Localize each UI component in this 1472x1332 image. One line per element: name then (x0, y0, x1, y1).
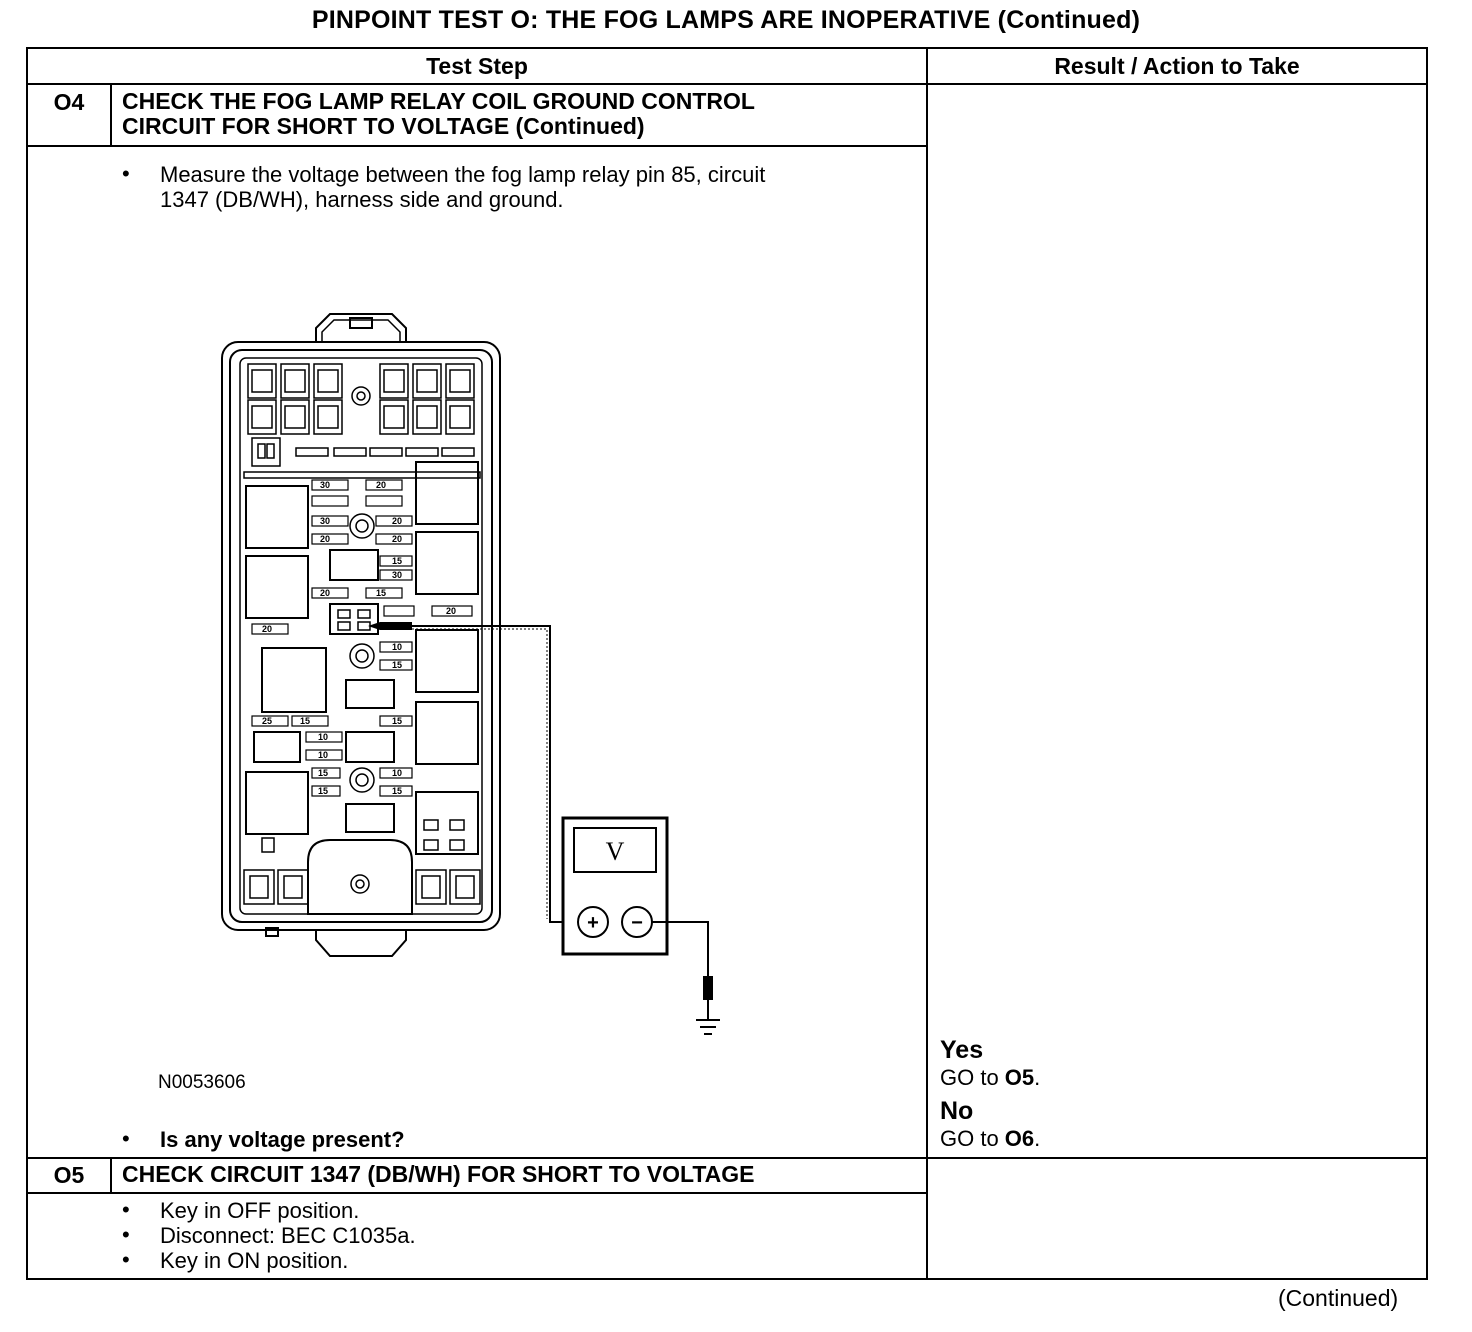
result-yes-prefix: GO to (940, 1065, 1005, 1090)
fuse-label: 20 (392, 516, 402, 526)
table-bottom-border (26, 1278, 1428, 1280)
fuse-slots (251, 479, 473, 797)
bullet-icon: • (122, 1126, 130, 1151)
result-yes-action: GO to O5. (940, 1065, 1040, 1091)
o5-bullet: Key in OFF position. (160, 1198, 360, 1223)
fuse-label: 15 (392, 716, 402, 726)
fuse-label: 20 (320, 534, 330, 544)
fuse-label: 10 (392, 768, 402, 778)
fuse-row-bars (243, 447, 481, 479)
step-o4-title-line2: CIRCUIT FOR SHORT TO VOLTAGE (Continued) (122, 113, 645, 139)
ground-clip (703, 976, 713, 1000)
fuse-label: 15 (318, 768, 328, 778)
voltmeter-display (573, 827, 657, 873)
mounting-bolts (349, 513, 375, 894)
o5-bullet: Disconnect: BEC C1035a. (160, 1223, 416, 1248)
fuse-label: 20 (376, 480, 386, 490)
step-o5-id: O5 (53, 1162, 85, 1188)
fuse-label: 20 (446, 606, 456, 616)
fuse-label: 15 (376, 588, 386, 598)
fuse-label: 30 (392, 570, 402, 580)
plus-symbol: + (587, 912, 599, 934)
column-divider (926, 47, 928, 1280)
ground-lead (652, 921, 720, 1035)
fuse-label: 15 (392, 660, 402, 670)
fuse-label: 20 (320, 588, 330, 598)
table-right-border (1426, 47, 1428, 1280)
fuse-label: 20 (262, 624, 272, 634)
o5-top-border (26, 1157, 1428, 1159)
bullet-icon: • (122, 1222, 130, 1247)
o4-instruction-line2: 1347 (DB/WH), harness side and ground. (160, 187, 564, 212)
bottom-fuses (243, 869, 481, 905)
fuse-label: 20 (392, 534, 402, 544)
fuse-label: 10 (318, 750, 328, 760)
result-yes-heading: Yes (940, 1036, 984, 1064)
o5-title-border (26, 1192, 928, 1194)
fuse-label: 15 (392, 786, 402, 796)
header-test-step: Test Step (426, 53, 528, 79)
relay-blocks (245, 461, 479, 855)
fuse-label: 25 (262, 716, 272, 726)
o5-id-divider (110, 1157, 112, 1192)
fuse-box-diagram: 30 20 30 20 20 20 15 30 20 15 20 20 10 1… (221, 313, 720, 1035)
o4-title-border (26, 145, 928, 147)
result-yes-target[interactable]: O5 (1004, 1065, 1035, 1090)
bullet-icon: • (122, 1197, 130, 1222)
figure-code: N0053606 (158, 1072, 246, 1093)
header-bottom-border (26, 83, 1428, 85)
o5-bullet: Key in ON position. (160, 1248, 349, 1273)
minus-symbol: − (631, 912, 643, 934)
fuse-label: 10 (392, 642, 402, 652)
fuse-label: 30 (320, 480, 330, 490)
ground-symbol-icon (696, 1019, 720, 1035)
result-yes-suffix: . (1034, 1065, 1041, 1090)
result-no-target[interactable]: O6 (1004, 1126, 1035, 1151)
step-o4-id: O4 (53, 89, 85, 115)
result-no-suffix: . (1034, 1126, 1041, 1151)
page-title: PINPOINT TEST O: THE FOG LAMPS ARE INOPE… (311, 6, 1141, 34)
step-o5-title: CHECK CIRCUIT 1347 (DB/WH) FOR SHORT TO … (122, 1161, 755, 1187)
voltmeter: V + − (561, 816, 669, 956)
result-no-prefix: GO to (940, 1126, 1005, 1151)
o4-instruction-line1: Measure the voltage between the fog lamp… (160, 162, 766, 187)
continued-footer: (Continued) (1278, 1285, 1399, 1311)
voltmeter-unit-label: V (606, 837, 625, 866)
o4-id-divider (110, 83, 112, 145)
result-no-action: GO to O6. (940, 1126, 1040, 1152)
fuse-label: 15 (318, 786, 328, 796)
header-result: Result / Action to Take (1054, 53, 1300, 79)
step-o4-title-line1: CHECK THE FOG LAMP RELAY COIL GROUND CON… (122, 88, 755, 114)
table-top-border (26, 47, 1428, 49)
bullet-icon: • (122, 1247, 130, 1272)
result-no-heading: No (940, 1097, 974, 1125)
fuse-label: 30 (320, 516, 330, 526)
fuse-box-housing (221, 313, 501, 957)
positive-terminal (577, 906, 609, 938)
fuse-label: 10 (318, 732, 328, 742)
o4-question: Is any voltage present? (160, 1127, 405, 1152)
bullet-icon: • (122, 161, 130, 186)
fuse-rating-labels: 30 20 30 20 20 20 15 30 20 15 20 20 10 1… (262, 480, 456, 796)
table-left-border (26, 47, 28, 1280)
fuse-label: 15 (392, 556, 402, 566)
mini-fuse-grid (247, 363, 475, 467)
fuse-label: 15 (300, 716, 310, 726)
